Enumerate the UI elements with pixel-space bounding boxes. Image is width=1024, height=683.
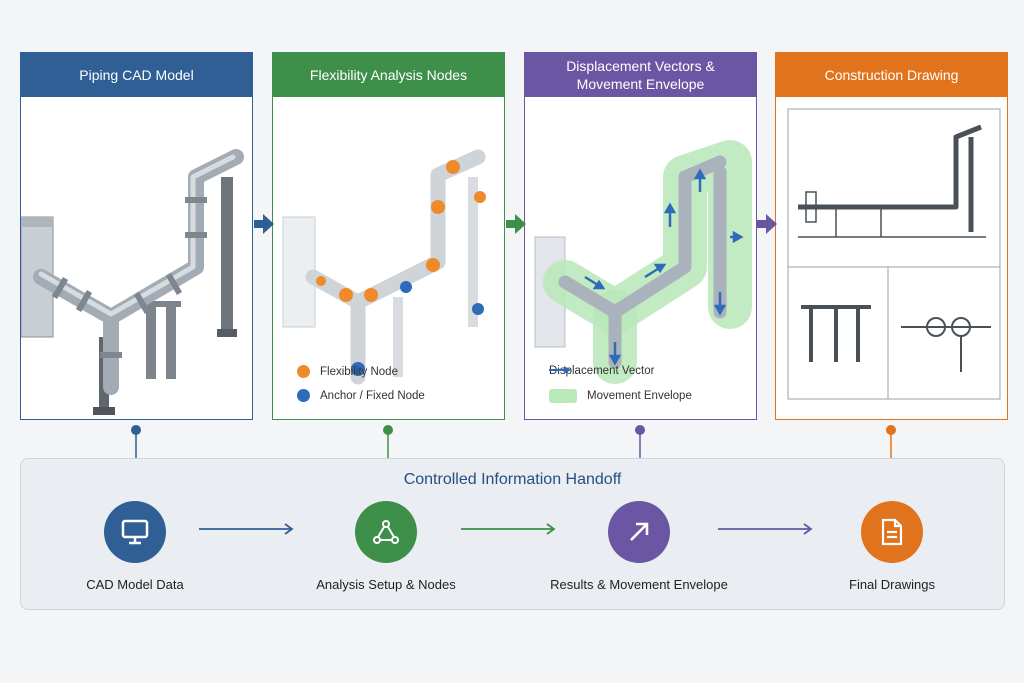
- panel-flexibility-nodes: Flexibility Analysis Nodes: [272, 52, 505, 420]
- panel-title: Construction Drawing: [776, 53, 1007, 97]
- legend-displacement-vector: Displacement Vector: [549, 365, 654, 377]
- legend-label: Displacement Vector: [549, 365, 655, 377]
- document-icon: [861, 501, 923, 563]
- handoff-arrow-2-icon: [461, 523, 556, 535]
- envelope-swatch-icon: [549, 389, 577, 403]
- legend-label: Movement Envelope: [587, 390, 692, 402]
- flow-arrow-2-icon: [506, 214, 526, 234]
- legend-label: Anchor / Fixed Node: [320, 389, 425, 402]
- step-analysis-setup: Analysis Setup & Nodes: [296, 501, 476, 592]
- step-label: Analysis Setup & Nodes: [316, 577, 456, 592]
- step-results-envelope: Results & Movement Envelope: [549, 501, 729, 592]
- network-icon: [355, 501, 417, 563]
- legend-flexibility-node: Flexibility Node: [297, 365, 398, 378]
- monitor-icon: [104, 501, 166, 563]
- legend-movement-envelope: Movement Envelope: [549, 389, 692, 403]
- handoff-arrow-1-icon: [199, 523, 294, 535]
- arrow-right-icon: [549, 366, 571, 374]
- displacement-illustration: [534, 140, 752, 384]
- panel-title: Flexibility Analysis Nodes: [273, 53, 504, 97]
- panel-displacement: Displacement Vectors & Movement Envelope: [524, 52, 757, 420]
- blue-dot-icon: [297, 389, 310, 402]
- step-final-drawings: Final Drawings: [802, 501, 982, 592]
- arrow-up-right-icon: [608, 501, 670, 563]
- construction-drawing-illustration: [787, 108, 1001, 400]
- information-handoff-panel: Controlled Information Handoff CAD Model…: [20, 458, 1005, 610]
- connector-4: [886, 425, 896, 460]
- connector-1: [131, 425, 141, 460]
- legend-label: Flexibility Node: [320, 365, 398, 378]
- panel-title: Piping CAD Model: [21, 53, 252, 97]
- panel-title: Displacement Vectors & Movement Envelope: [525, 53, 756, 97]
- handoff-arrow-3-icon: [718, 523, 813, 535]
- step-label: CAD Model Data: [86, 577, 184, 592]
- panel-cad-model: Piping CAD Model: [20, 52, 253, 420]
- handoff-title: Controlled Information Handoff: [403, 471, 622, 488]
- piping-model-illustration: [21, 149, 244, 415]
- step-label: Final Drawings: [849, 577, 935, 592]
- legend-anchor-node: Anchor / Fixed Node: [297, 389, 425, 402]
- connector-2: [383, 425, 393, 460]
- analysis-node-illustration: [282, 149, 486, 385]
- connector-3: [635, 425, 645, 460]
- orange-dot-icon: [297, 365, 310, 378]
- step-label: Results & Movement Envelope: [550, 577, 728, 592]
- flow-arrow-3-icon: [757, 214, 777, 234]
- flow-arrow-1-icon: [254, 214, 274, 234]
- panel-construction-drawing: Construction Drawing: [775, 52, 1008, 420]
- step-cad-model-data: CAD Model Data: [45, 501, 225, 592]
